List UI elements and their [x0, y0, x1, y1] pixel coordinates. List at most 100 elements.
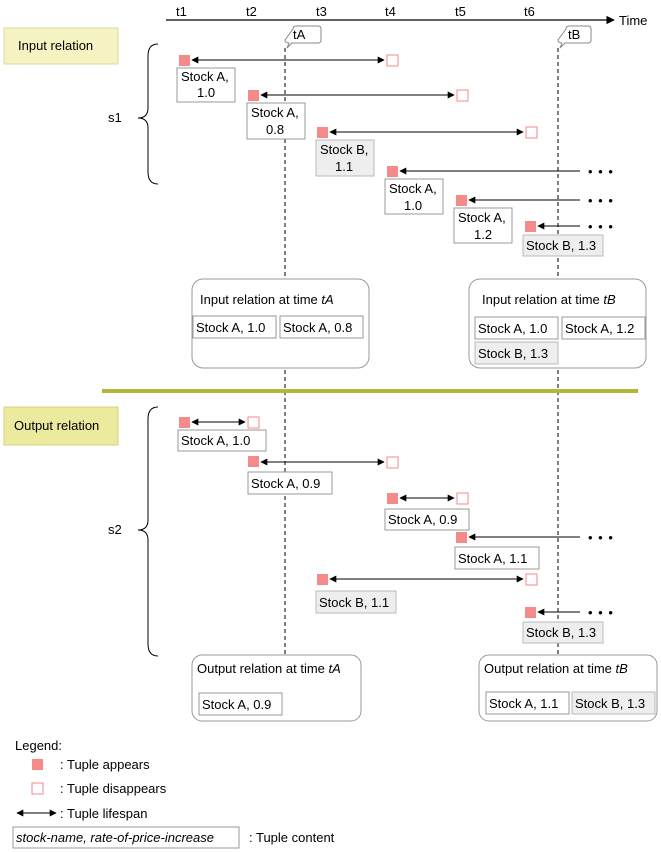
tuple-disappears-marker [456, 89, 469, 102]
snapshot-tuple-box [474, 316, 559, 340]
tuple-label: Stock B, [320, 142, 368, 157]
tuple-box [522, 234, 604, 257]
snapshot-tuple-box [571, 691, 656, 715]
continuation-dots: • • • [588, 605, 614, 620]
snapshot-tuple-label: Stock B, 1.3 [478, 346, 548, 361]
snapshot-tuple-label: Stock A, 1.0 [196, 320, 265, 335]
tuple-appears-marker [525, 607, 536, 618]
legend-content-label: : Tuple content [249, 830, 335, 845]
tuple-appears-marker [248, 90, 259, 101]
s2-brace [137, 406, 159, 657]
tuple-value: 1.0 [404, 198, 422, 213]
tuple-appears-marker [387, 493, 398, 504]
s1-label: s1 [108, 110, 122, 125]
input-snapshot-tb-title: Input relation at time tB [482, 292, 616, 307]
legend-title: Legend: [15, 738, 62, 753]
tuple-box [454, 546, 540, 570]
legend-disappears-label: : Tuple disappears [60, 781, 167, 796]
tuple-label: Stock A, [181, 69, 229, 84]
snapshot-tuple-box [279, 315, 364, 339]
tuple-box [176, 67, 236, 103]
continuation-dots: • • • [588, 219, 614, 234]
snapshot-tuple-box [485, 691, 570, 715]
tuple-label: Stock A, 1.0 [181, 433, 250, 448]
time-axis: t1 t2 t3 t4 t5 t6 Time [166, 4, 647, 28]
output-snapshot-tb-title: Output relation at time tB [484, 661, 628, 676]
tuple-box [315, 139, 375, 177]
tuple-box [522, 621, 604, 644]
legend-lifespan-label: : Tuple lifespan [60, 806, 147, 821]
tuple-label: Stock A, [251, 105, 299, 120]
legend-disappears-marker [31, 782, 44, 795]
output-section: Output relation s2 Stock A, 1.0 Stock A,… [3, 406, 658, 722]
input-snapshot-ta-title: Input relation at time tA [200, 292, 334, 307]
snapshot-tuple-label: Stock A, 0.9 [202, 697, 271, 712]
tick-t3: t3 [316, 4, 327, 19]
tuple-disappears-marker [386, 456, 399, 469]
time-axis-label: Time [619, 13, 647, 28]
legend-content-sample: stock-name, rate-of-price-increase [16, 830, 214, 845]
tuple-box [384, 178, 444, 215]
snapshot-tuple-label: Stock A, 1.1 [489, 696, 558, 711]
output-snapshot-ta-title: Output relation at time tA [197, 661, 341, 676]
s1-brace [137, 43, 159, 185]
tuple-disappears-marker [525, 573, 538, 586]
snapshot-tuple-box [198, 692, 283, 716]
input-relation-label: Input relation [18, 38, 93, 53]
tuple-appears-marker [456, 195, 467, 206]
marker-tb-callout [557, 25, 592, 49]
tuple-appears-marker [387, 166, 398, 177]
tick-t2: t2 [246, 4, 257, 19]
input-section: Input relation s1 Stock A, 1.0 Stock A, … [3, 27, 647, 369]
tuple-appears-marker [179, 417, 190, 428]
snapshot-tuple-label: Stock B, 1.3 [575, 696, 645, 711]
tick-t5: t5 [455, 4, 466, 19]
tuple-appears-marker [456, 532, 467, 543]
snapshot-tuple-label: Stock A, 0.8 [283, 320, 352, 335]
tuple-value: 1.0 [197, 85, 215, 100]
tuple-box [453, 207, 513, 244]
snapshot-tuple-box [474, 341, 559, 365]
snapshot-tuple-label: Stock A, 1.0 [478, 321, 547, 336]
snapshot-tuple-box [561, 316, 646, 340]
tick-t1: t1 [176, 4, 187, 19]
tuple-value: 0.8 [266, 122, 284, 137]
tuple-label: Stock B, 1.1 [319, 595, 389, 610]
tuple-label: Stock A, [389, 181, 437, 196]
output-relation-label-box [3, 406, 119, 446]
tuple-appears-marker [317, 574, 328, 585]
tuple-box [315, 590, 397, 614]
marker-ta-label: tA [293, 27, 306, 42]
continuation-dots: • • • [588, 530, 614, 545]
tuple-box [246, 102, 306, 140]
input-relation-label-box [3, 27, 119, 65]
tuple-box [384, 508, 470, 531]
tuple-disappears-marker [386, 54, 399, 67]
tuple-disappears-marker [525, 126, 538, 139]
output-relation-label: Output relation [14, 418, 99, 433]
tuple-box [177, 429, 267, 452]
legend-content-sample-box [12, 826, 240, 849]
tuple-label: Stock A, [458, 210, 506, 225]
tuple-label: Stock B, 1.3 [526, 238, 596, 253]
marker-tb-label: tB [568, 27, 580, 42]
marker-ta-callout [284, 25, 322, 49]
tuple-appears-marker [179, 55, 190, 66]
tick-t6: t6 [524, 4, 535, 19]
tick-t4: t4 [385, 4, 396, 19]
tuple-appears-marker [248, 456, 259, 467]
snapshot-tuple-box [192, 315, 277, 339]
legend-appears-label: : Tuple appears [60, 757, 150, 772]
tuple-disappears-marker [247, 416, 260, 429]
legend: Legend: : Tuple appears : Tuple disappea… [12, 738, 335, 849]
tuple-label: Stock A, 0.9 [251, 476, 320, 491]
tuple-value: 1.2 [474, 227, 492, 242]
snapshot-tuple-label: Stock A, 1.2 [565, 321, 634, 336]
tuple-appears-marker [317, 127, 328, 138]
tuple-label: Stock A, 1.1 [458, 551, 527, 566]
legend-appears-marker [32, 759, 43, 770]
continuation-dots: • • • [588, 193, 614, 208]
s2-label: s2 [108, 522, 122, 537]
tuple-label: Stock A, 0.9 [388, 512, 457, 527]
tuple-disappears-marker [456, 492, 469, 505]
